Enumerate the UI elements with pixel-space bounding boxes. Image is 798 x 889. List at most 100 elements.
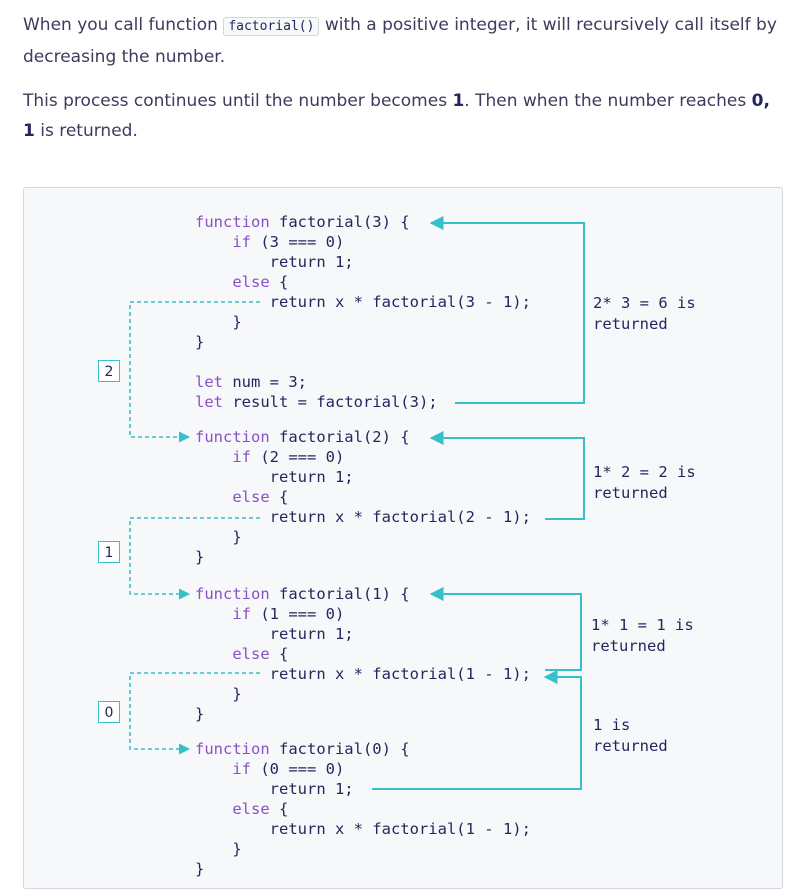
code-text: factorial(2) { [269,428,410,446]
return-note-6: 2* 3 = 6 is returned [593,294,696,333]
code-line: return x * factorial(3 - 1); [195,293,531,311]
code-line: let result = factorial(3); [195,393,438,411]
call-arrow-0 [129,672,260,755]
code-line: let num = 3; [195,373,307,391]
inline-code-factorial: factorial() [223,17,320,36]
code-line: } [195,685,242,703]
code-text: (0 === 0) [251,760,345,778]
code-text: } [195,528,242,546]
code-keyword: function [195,585,270,603]
call-label-2: 2 [98,360,120,382]
code-keyword: if [232,760,251,778]
code-keyword: let [195,393,223,411]
code-text: return x * factorial(1 - 1); [195,820,531,838]
code-text [195,760,232,778]
code-keyword: function [195,213,270,231]
code-text: { [269,645,289,663]
code-line: function factorial(2) { [195,428,410,446]
return-arrow-6 [429,216,585,404]
code-text: return 1; [195,625,354,643]
call-arrow-2 [129,301,260,443]
intro-text: When you call function [23,15,224,35]
code-text: return x * factorial(2 - 1); [195,508,531,526]
call-arrow-1 [129,517,260,600]
return-note-2: 1* 2 = 2 is returned [593,463,696,502]
code-text: return 1; [195,468,354,486]
code-text: (3 === 0) [251,233,345,251]
code-text: } [195,313,242,331]
code-line: if (3 === 0) [195,233,344,251]
return-note-1: 1* 1 = 1 is returned [591,616,694,655]
code-text: { [269,488,289,506]
code-text: { [269,800,289,818]
code-line: return x * factorial(1 - 1); [195,820,531,838]
diagram-panel [23,187,783,889]
return-arrow-2 [429,431,585,520]
code-line: if (2 === 0) [195,448,344,466]
code-block-factorial-1: function factorial(1) { if (1 === 0) ret… [195,584,531,724]
code-line: return 1; [195,253,354,271]
intro-paragraph-2: This process continues until the number … [23,86,783,146]
code-line: function factorial(1) { [195,585,410,603]
code-text [195,488,232,506]
code-line: } [195,548,204,566]
code-block-call-site: let num = 3; let result = factorial(3); [195,372,438,412]
code-line: return x * factorial(1 - 1); [195,665,531,683]
call-label-1: 1 [98,541,120,563]
code-text: { [269,273,289,291]
code-line: if (0 === 0) [195,760,344,778]
code-keyword: else [232,273,270,291]
code-line: return x * factorial(2 - 1); [195,508,531,526]
code-block-factorial-0: function factorial(0) { if (0 === 0) ret… [195,739,531,879]
code-keyword: else [232,488,270,506]
code-text: return 1; [195,780,354,798]
code-text: (1 === 0) [251,605,345,623]
code-text [195,800,232,818]
code-line: } [195,528,242,546]
code-line: } [195,840,241,858]
code-keyword: else [232,800,270,818]
intro-text: This process continues until the number … [23,91,453,111]
code-text: return x * factorial(3 - 1); [195,293,531,311]
bold-one: 1 [452,91,465,111]
code-text [195,645,232,663]
bold-zero: 0 [751,91,764,111]
code-text [195,448,232,466]
return-arrow-1 [429,587,582,671]
code-line: return 1; [195,625,354,643]
code-keyword: function [195,740,270,758]
bold-one: 1 [23,121,35,141]
code-text: return x * factorial(1 - 1); [195,665,531,683]
code-line: } [195,313,242,331]
code-line: else { [195,488,288,506]
code-text: } [195,685,242,703]
code-line: else { [195,645,288,663]
intro-text: with a positive integer, it will recursi… [23,15,777,67]
intro-text: . Then when the number reaches [464,91,752,111]
code-text: } [195,860,205,878]
code-text [195,273,232,291]
code-block-factorial-2: function factorial(2) { if (2 === 0) ret… [195,427,531,567]
code-text: } [195,333,205,351]
return-note-base: 1 is returned [593,716,668,755]
code-line: function factorial(0) { [195,740,410,758]
code-block-factorial-3: function factorial(3) { if (3 === 0) ret… [195,212,531,352]
code-line: } [195,333,204,351]
intro-paragraph-1: When you call function factorial() with … [23,10,783,72]
code-text: return 1; [195,253,354,271]
code-line: else { [195,800,288,818]
intro-text: is returned. [34,121,138,141]
code-line: return 1; [195,780,354,798]
code-text: (2 === 0) [251,448,345,466]
code-line: else { [195,273,288,291]
code-text: factorial(1) { [269,585,410,603]
code-line: } [195,705,204,723]
code-line: function factorial(3) { [195,213,410,231]
call-label-0: 0 [98,701,120,723]
code-keyword: if [232,448,251,466]
code-text: num = 3; [223,373,307,391]
bold-separator: , [763,91,770,111]
code-text: factorial(0) { [269,740,410,758]
code-text [195,605,232,623]
